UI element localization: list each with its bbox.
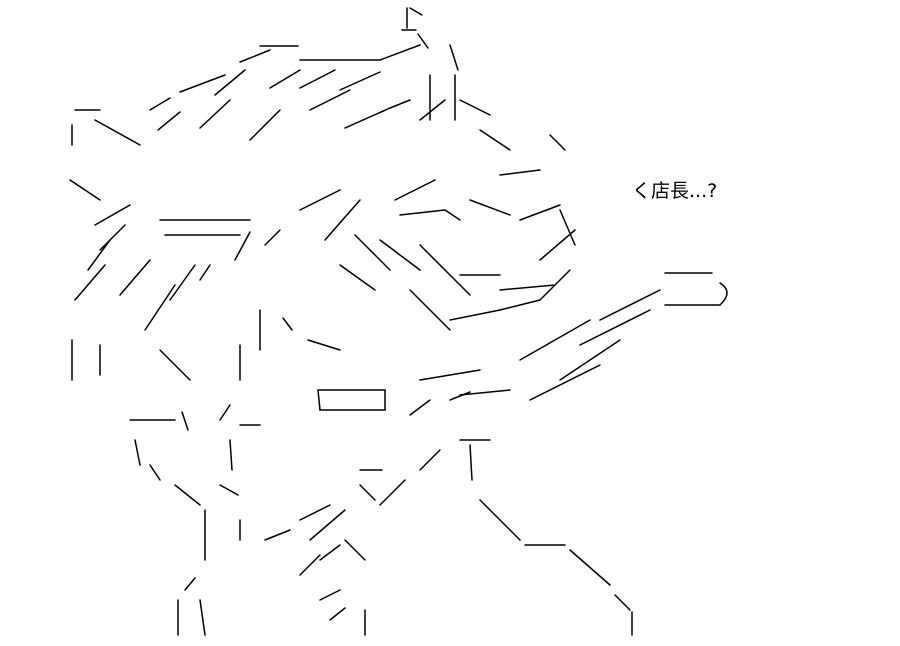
body [134,439,633,636]
hair-strands [69,134,576,331]
mug [519,272,728,401]
hair-outline [71,7,511,151]
speech-text: く店長...? [632,180,718,202]
face [71,309,511,431]
